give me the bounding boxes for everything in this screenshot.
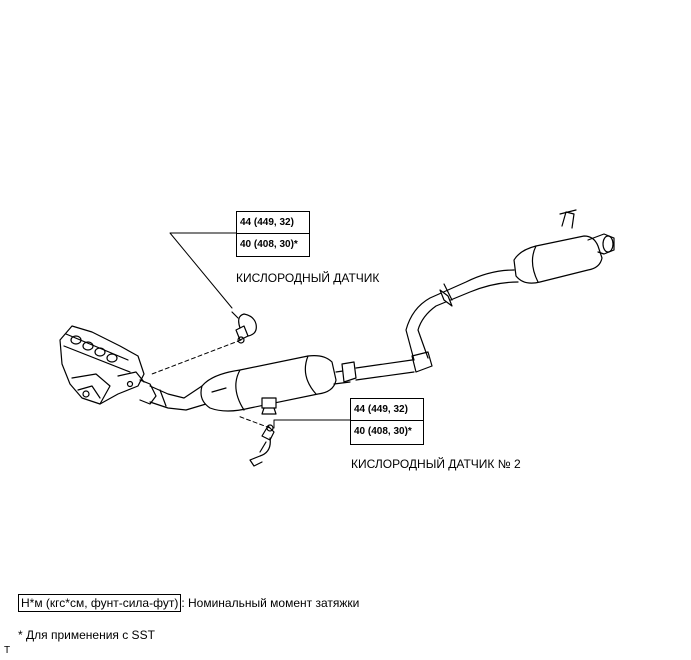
rear-muffler: [513, 209, 615, 284]
center-exhaust-pipe: [341, 269, 519, 383]
corner-mark: T: [4, 645, 11, 656]
callout-leader-lines: [169, 232, 351, 429]
oxygen-sensor-label: КИСЛОРОДНЫЙ ДАТЧИК: [236, 271, 380, 285]
torque-value: 44 (449, 32): [354, 404, 408, 415]
torque-value-sst: 40 (408, 30)*: [237, 233, 309, 255]
oxygen-sensor-2: [249, 424, 275, 467]
torque-value: 44 (449, 32): [240, 217, 294, 228]
sensor-dashed-guides: [151, 339, 271, 429]
torque-callout-box-2: 44 (449, 32) 40 (408, 30)*: [350, 398, 424, 445]
torque-legend-description: : Номинальный момент затяжки: [181, 596, 360, 610]
torque-unit-box: Н*м (кгс*см, фунт-сила-фут): [18, 594, 182, 612]
oxygen-sensor-2-label: КИСЛОРОДНЫЙ ДАТЧИК № 2: [351, 457, 521, 471]
torque-value-sst: 40 (408, 30)*: [351, 420, 423, 442]
torque-legend: Н*м (кгс*см, фунт-сила-фут): Номинальный…: [18, 594, 359, 612]
exhaust-manifold: [59, 325, 157, 405]
oxygen-sensor-1: [231, 311, 257, 344]
catalytic-converter: [200, 355, 351, 415]
sst-footnote: * Для применения с SST: [18, 628, 155, 642]
front-exhaust-pipe: [149, 385, 207, 411]
torque-callout-box-1: 44 (449, 32) 40 (408, 30)*: [236, 211, 310, 257]
